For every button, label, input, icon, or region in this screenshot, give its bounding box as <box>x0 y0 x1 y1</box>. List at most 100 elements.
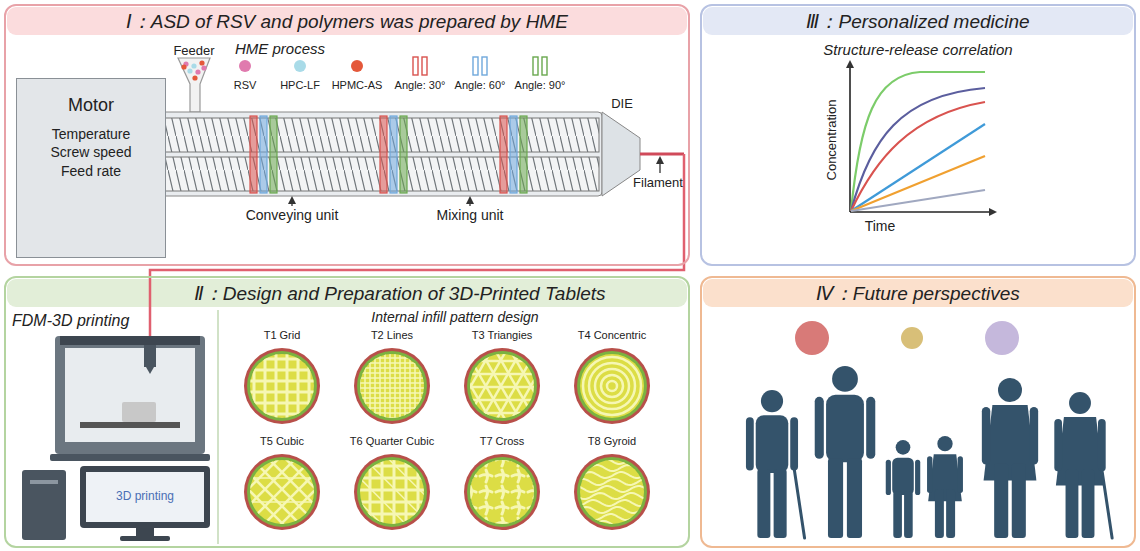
drawn-shape <box>464 502 476 514</box>
drawn-shape <box>286 348 289 424</box>
drawn-shape <box>574 500 650 506</box>
text-label: T6 Quarter Cubic <box>350 435 434 448</box>
box-title: Motor <box>68 95 114 117</box>
mixing-element <box>500 116 507 193</box>
drawn-shape <box>146 367 154 374</box>
drawn-shape <box>512 454 524 466</box>
computer-tower <box>22 470 66 540</box>
filament-wire <box>150 154 684 342</box>
drawn-shape <box>794 468 804 538</box>
box-body: Temperature Screw speed Feed rate <box>43 125 139 182</box>
drawn-shape <box>464 347 540 350</box>
drawn-shape <box>927 456 932 493</box>
drawn-shape <box>381 454 384 530</box>
drawn-shape <box>892 458 914 495</box>
text-label: Mixing unit <box>437 207 504 224</box>
legend-text: HPC-LF <box>280 79 320 92</box>
drawn-shape <box>354 352 430 354</box>
drawn-shape <box>429 454 432 530</box>
mixing-element <box>510 116 517 193</box>
drawn-shape <box>354 412 430 414</box>
legend-swatch <box>351 60 363 72</box>
pointer-arrow <box>469 198 470 206</box>
drawn-shape <box>756 415 789 473</box>
drawn-shape <box>271 481 325 535</box>
drawn-shape <box>356 474 410 528</box>
screw-element-icon <box>422 57 427 75</box>
mixing-element <box>380 116 387 193</box>
drawn-shape <box>380 450 434 504</box>
drawn-shape <box>915 460 920 495</box>
drawn-shape <box>244 347 320 350</box>
drawn-shape <box>195 69 200 74</box>
text-label: T5 Cubic <box>260 435 304 448</box>
release-curve <box>851 88 985 211</box>
drawn-shape <box>405 454 408 530</box>
tablet <box>244 348 320 424</box>
drawn-shape <box>886 460 891 495</box>
drawn-shape <box>60 336 200 345</box>
legend-text: Angle: 30° <box>395 79 446 92</box>
drawn-shape <box>244 413 320 416</box>
legend-text: Angle: 60° <box>455 79 506 92</box>
drawn-shape <box>480 470 492 482</box>
drawn-shape <box>528 454 540 466</box>
drawn-shape <box>460 340 498 406</box>
drawn-shape <box>308 348 311 424</box>
drawn-shape <box>512 486 524 498</box>
drawn-shape <box>574 479 650 485</box>
drawn-shape <box>574 486 650 492</box>
drawn-shape <box>746 417 754 470</box>
drawn-shape <box>847 458 862 538</box>
header-band <box>703 7 1133 35</box>
drawn-shape <box>247 457 317 527</box>
panel: Ⅳ：Future perspectives <box>700 276 1136 548</box>
drawn-shape <box>181 64 186 69</box>
drawn-shape <box>471 346 509 412</box>
drawn-shape <box>1066 470 1079 538</box>
motor-box: MotorTemperature Screw speed Feed rate <box>16 78 166 258</box>
axis <box>849 62 851 212</box>
feeder-hopper <box>178 58 210 112</box>
tablet <box>574 348 650 424</box>
drawn-shape <box>122 402 156 422</box>
drawn-shape <box>354 348 356 424</box>
drawn-shape <box>1082 470 1095 538</box>
person <box>761 390 783 412</box>
legend-swatch <box>239 60 251 72</box>
infill <box>460 334 554 438</box>
drawn-shape <box>409 348 411 424</box>
drawn-shape <box>253 348 256 424</box>
drawn-shape <box>1098 419 1106 472</box>
drawn-shape <box>414 348 416 424</box>
infill <box>244 348 320 424</box>
drawn-shape <box>250 354 314 418</box>
drawn-shape <box>354 525 430 528</box>
drawn-shape <box>389 348 391 424</box>
text-label: Filament <box>633 175 683 191</box>
drawn-shape <box>1030 407 1038 465</box>
legend-swatch <box>294 60 306 72</box>
infill <box>583 357 641 415</box>
drawn-shape <box>354 465 430 468</box>
drawn-shape <box>574 451 650 457</box>
drawn-shape <box>354 422 430 424</box>
drawn-shape <box>369 454 372 530</box>
drawn-shape <box>262 472 316 526</box>
text-label: Conveying unit <box>246 207 339 224</box>
infill <box>574 451 650 527</box>
tablet <box>574 454 650 530</box>
drawn-shape <box>928 454 962 501</box>
screw-element-icon <box>542 57 547 75</box>
drawn-shape <box>364 348 366 424</box>
divider <box>217 310 219 544</box>
infill <box>464 454 540 530</box>
drawn-shape <box>574 465 650 471</box>
drawn-shape <box>275 348 278 424</box>
drawn-shape <box>359 348 361 424</box>
drawn-shape <box>354 513 430 516</box>
drawn-shape <box>496 470 508 482</box>
drawn-shape <box>935 489 944 538</box>
drawn-shape <box>496 502 508 514</box>
